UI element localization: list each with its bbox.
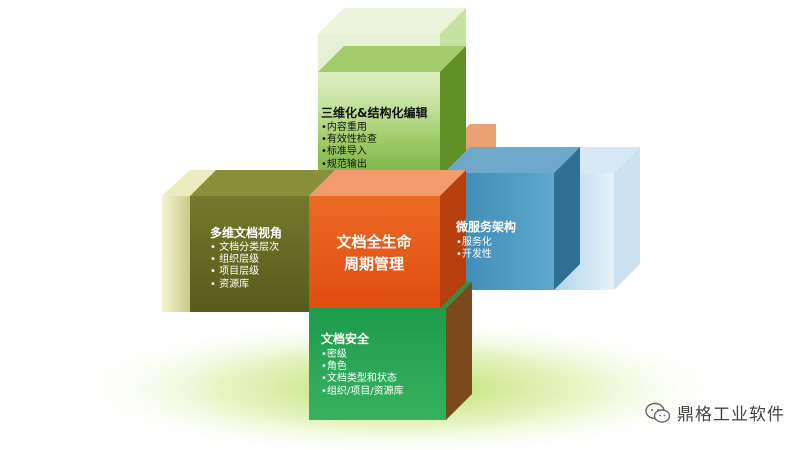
list-item: •文档类型和状态 (321, 373, 397, 385)
bottom-block-title: 文档安全 (321, 332, 370, 346)
watermark: 鼎格工业软件 (645, 400, 785, 425)
list-item: •服务化 (456, 237, 492, 248)
right-block-text: 微服务架构 •服务化 •开发性 (456, 218, 516, 261)
top-block-list: •内容重用 •有效性检查 •标准导入 •规范输出 (321, 122, 427, 171)
list-item: •内容重用 (321, 122, 367, 133)
list-item: •角色 (321, 361, 347, 373)
left-block-text: 多维文档视角 • 文档分类层次 • 组织层级 • 项目层级 • 资源库 (210, 224, 282, 291)
center-block-title: 文档全生命 周期管理 (308, 232, 440, 276)
top-block-title: 三维化&结构化编辑 (321, 106, 428, 120)
wechat-icon (645, 402, 671, 423)
list-item: •规范输出 (321, 158, 367, 170)
right-block-title: 微服务架构 (456, 220, 517, 234)
center-block (309, 170, 466, 308)
list-item: •开发性 (456, 249, 492, 261)
bottom-block-list: •密级 •角色 •文档类型和状态 •组织/项目/资源库 (321, 349, 404, 398)
right-block-list: •服务化 •开发性 (456, 237, 516, 261)
list-item: •标准导入 (321, 146, 367, 158)
bottom-block-text: 文档安全 •密级 •角色 •文档类型和状态 •组织/项目/资源库 (321, 330, 404, 398)
center-title-line-2: 周期管理 (343, 254, 404, 273)
center-title-line-1: 文档全生命 (336, 233, 412, 251)
list-item: •组织/项目/资源库 (321, 385, 404, 397)
list-item: • 项目层级 (210, 266, 260, 278)
left-block-title: 多维文档视角 (210, 226, 283, 240)
top-block (318, 8, 466, 198)
list-item: • 资源库 (210, 278, 250, 290)
left-block-list: • 文档分类层次 • 组织层级 • 项目层级 • 资源库 (210, 242, 282, 291)
list-item: • 文档分类层次 (210, 242, 280, 253)
top-block-text: 三维化&结构化编辑 •内容重用 •有效性检查 •标准导入 •规范输出 (321, 104, 427, 171)
list-item: •密级 (321, 349, 347, 360)
list-item: • 组织层级 (210, 254, 260, 266)
list-item: •有效性检查 (321, 134, 377, 146)
right-block (444, 147, 640, 290)
left-block (162, 170, 335, 312)
watermark-text: 鼎格工业软件 (677, 405, 785, 425)
